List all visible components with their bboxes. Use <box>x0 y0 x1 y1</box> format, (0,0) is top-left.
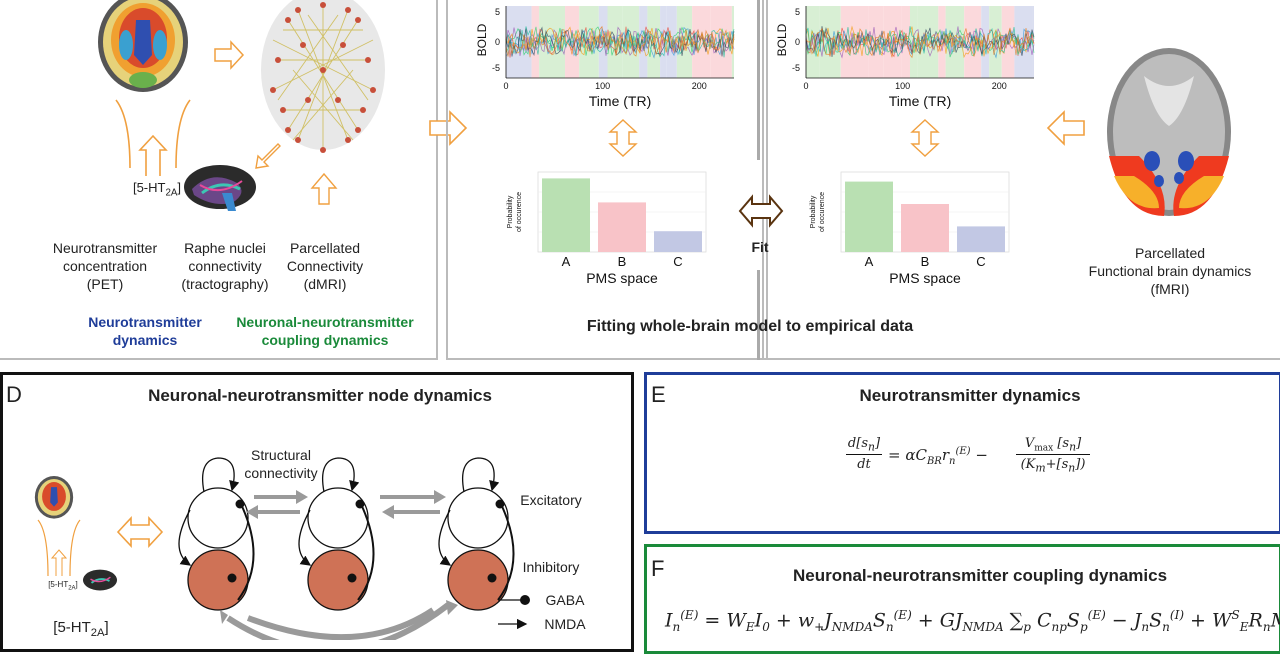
node-dynamics-network <box>178 457 530 640</box>
double-arrow-icon <box>116 515 164 549</box>
panel-e-letter: E <box>651 382 666 407</box>
panel-e-title: Neurotransmitter dynamics <box>859 386 1081 405</box>
nmda-legend-label: NMDA <box>544 616 586 632</box>
panel-f <box>644 544 1280 654</box>
y-tick-label: 5 <box>795 7 800 17</box>
bold-signal-line <box>805 28 1035 59</box>
bar-ylabel: of occurence <box>516 192 523 232</box>
bold-axis-label: BOLD <box>475 23 489 56</box>
bold-signal-line <box>505 26 735 58</box>
category-label: B <box>618 254 627 269</box>
y-tick-label: -5 <box>792 63 800 73</box>
y-tick-label: 0 <box>495 37 500 47</box>
up-down-arrow-icon <box>608 119 638 157</box>
bold-signal-line <box>805 25 1035 59</box>
time-axis-label: Time (TR) <box>889 93 951 109</box>
bar-ylabel: Probability <box>507 195 514 228</box>
y-tick-label: 5 <box>495 7 500 17</box>
state-band <box>938 6 946 78</box>
fitting-title: Fitting whole-brain model to empirical d… <box>586 318 914 335</box>
bar <box>654 231 702 252</box>
category-label: C <box>976 254 985 269</box>
time-axis-label: Time (TR) <box>589 93 651 109</box>
bar <box>957 226 1005 252</box>
inhibitory-label: Inhibitory <box>522 559 580 575</box>
bold-axis-label: BOLD <box>775 23 789 56</box>
receptor-label-small: [5-HT2A] <box>48 580 78 592</box>
panel-top-left <box>0 0 438 360</box>
connectome-network-image <box>261 0 385 153</box>
receptor-label: [5-HT2A] <box>132 180 182 199</box>
divider-line <box>757 270 760 360</box>
bar <box>542 178 590 252</box>
fit-double-arrow-icon <box>738 194 784 228</box>
panel-d-letter: D <box>6 382 22 407</box>
x-tick-label: 200 <box>992 81 1007 91</box>
right-arrow-icon <box>214 40 245 70</box>
pms-space-label: PMS space <box>586 270 658 286</box>
pet-brain-image <box>98 0 188 92</box>
fmri-brain-image <box>1107 48 1231 216</box>
bar <box>598 202 646 252</box>
fit-label: Fit <box>751 239 769 255</box>
up-down-arrow-icon <box>910 119 940 157</box>
equation-coupling: In(E) = WEI0 + w+JNMDASn(E) + GJNMDA ∑p … <box>665 608 1280 635</box>
bar-ylabel: of occurence <box>819 192 826 232</box>
excitatory-label: Excitatory <box>520 492 582 508</box>
category-label: C <box>673 254 682 269</box>
divider-line <box>757 0 760 160</box>
bar-ylabel: Probability <box>810 195 817 228</box>
panel-f-title: Neuronal-neurotransmitter coupling dynam… <box>792 566 1168 585</box>
receptor-projection-shape <box>37 519 81 577</box>
panel-empirical-frame <box>762 0 1280 360</box>
category-label: A <box>562 254 571 269</box>
receptor-label-big: [5-HT2A] <box>53 619 109 639</box>
bold-signal-line <box>805 27 1035 59</box>
tractography-brain-small-image <box>82 569 118 591</box>
category-label: A <box>865 254 874 269</box>
y-tick-label: 0 <box>795 37 800 47</box>
x-tick-label: 200 <box>692 81 707 91</box>
y-tick-label: -5 <box>492 63 500 73</box>
x-tick-label: 0 <box>803 81 808 91</box>
pet-brain-small-image <box>34 476 74 519</box>
left-arrow-icon <box>1046 110 1085 146</box>
x-tick-label: 100 <box>595 81 610 91</box>
up-arrow-icon <box>310 172 338 205</box>
category-label: B <box>921 254 930 269</box>
right-arrow-icon <box>429 110 468 146</box>
x-tick-label: 0 <box>503 81 508 91</box>
receptor-projection-shape <box>115 99 191 176</box>
bar <box>845 181 893 252</box>
tractography-brain-image <box>184 165 256 211</box>
state-band <box>692 6 711 78</box>
bold-signal-line <box>805 26 1035 58</box>
x-tick-label: 100 <box>895 81 910 91</box>
pms-space-label: PMS space <box>889 270 961 286</box>
bar <box>901 204 949 252</box>
panel-f-letter: F <box>651 556 665 581</box>
bold-signal-line <box>505 26 735 57</box>
down-left-arrow-icon <box>255 143 281 169</box>
panel-d-title: Neuronal-neurotransmitter node dynamics <box>148 386 492 405</box>
state-band <box>660 6 667 78</box>
gaba-legend-label: GABA <box>545 592 585 608</box>
panel-model-frame <box>446 0 768 360</box>
equation-neurotransmitter: d[sn] dt = αCBRrn(E) − Vmax [sn] (Km+[sn… <box>846 436 1106 480</box>
bold-signal-line <box>505 25 735 58</box>
